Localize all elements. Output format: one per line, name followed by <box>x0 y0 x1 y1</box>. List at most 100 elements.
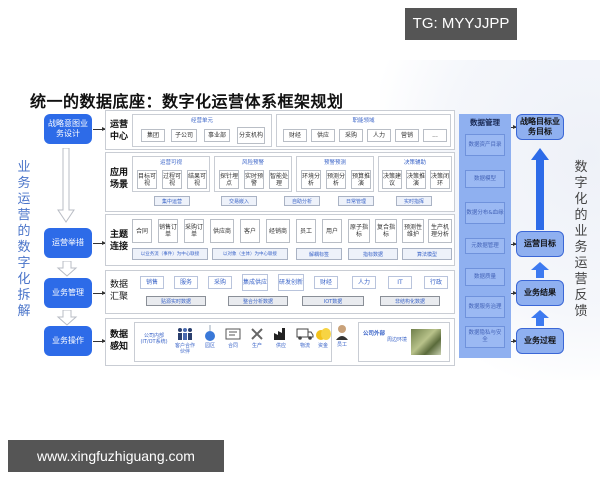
sense-item-campus: 园区 <box>201 325 219 349</box>
long-down-arrow-icon <box>57 148 75 223</box>
arrow-right-icon <box>93 241 106 245</box>
cell-group: 集团 <box>141 129 165 142</box>
external-environment-label: 周边环境 <box>387 337 408 343</box>
cell-probe: 探针埋点 <box>219 170 239 189</box>
watermark-bottom: www.xingfuzhiguang.com <box>8 440 224 472</box>
tag-realtime-command: 实时指挥 <box>396 196 432 206</box>
layer-label: 数据感知 <box>110 330 129 352</box>
layer-label: 运营中心 <box>110 120 129 142</box>
layer-topic-connect: 主题连接 合同 销售订单 采购订单 供应商 客户 经销商 员工 用户 原子指标 … <box>105 214 455 266</box>
group-risk-warning: 风险预警 探针埋点 实时预警 智能处理 <box>214 156 292 192</box>
left-vertical-char: 业 <box>17 160 31 175</box>
cell-contract: 合同 <box>132 219 152 243</box>
right-vertical-char: 营 <box>574 272 588 287</box>
employee-icon <box>336 325 348 340</box>
tag-source-realtime-data: 贴源实时数据 <box>146 296 206 306</box>
truck-icon <box>296 328 314 340</box>
arrow-right-icon <box>93 291 106 295</box>
group-title: 职能领域 <box>352 118 375 124</box>
tag-decoupled-labels: 解耦标签 <box>296 248 342 260</box>
sense-item-production: 生产 <box>247 327 267 349</box>
internal-systems-title: 公司内部(IT/OT系统) <box>140 333 168 345</box>
cell-sales-order: 销售订单 <box>158 219 178 243</box>
cell-customer: 客户 <box>240 219 260 243</box>
external-title: 公司外部 <box>363 331 386 337</box>
dm-distribution-lineage: 数据分布&血缘 <box>465 202 505 224</box>
cell-predictive-maintenance: 预测性维护 <box>402 219 424 243</box>
group-title: 预警预测 <box>323 160 346 166</box>
left-vertical-char: 营 <box>17 208 31 223</box>
group-title: 决策辅助 <box>403 160 426 166</box>
sense-item-contract: 合同 <box>223 327 243 349</box>
left-vertical-char: 字 <box>17 256 31 271</box>
sense-item-supply: 供应 <box>271 327 291 349</box>
cell-budget-sim: 预算推演 <box>351 170 371 189</box>
left-flow-ops-measures: 运营举措 <box>44 228 92 258</box>
arrow-right-icon <box>93 339 106 343</box>
cell-branch: 分支机构 <box>237 127 265 144</box>
data-management-panel: 数据管理 数据资产目录 数据模型 数据分布&血缘 元数据管理 数据质量 数据服务… <box>459 114 511 358</box>
tag-unstructured-data: 非结构化数据 <box>380 296 440 306</box>
tag-integrated-analysis-data: 整合分析数据 <box>228 296 288 306</box>
tag-self-analysis: 自助分析 <box>284 196 320 206</box>
left-flow-strategy-design: 战略意图业务设计 <box>44 114 92 144</box>
cell-decision-advice: 决策建议 <box>382 170 402 189</box>
page-title: 统一的数据底座：数字化运营体系框架规划 <box>30 92 344 111</box>
cell-production-analysis: 生产机理分析 <box>428 219 452 243</box>
cell-division: 事业部 <box>204 129 230 142</box>
left-flow-business-management: 业务管理 <box>44 278 92 308</box>
layer-label: 应用场景 <box>110 168 129 190</box>
left-flow-business-operation: 业务操作 <box>44 326 92 356</box>
campus-icon <box>205 325 215 341</box>
right-vertical-char: 反 <box>574 288 588 303</box>
cell-subsidiary: 子公司 <box>171 129 197 142</box>
cell-atomic-metric: 原子指标 <box>348 219 370 243</box>
dm-asset-catalog: 数据资产目录 <box>465 134 505 156</box>
left-vertical-char: 解 <box>17 304 31 319</box>
watermark-top: TG: MYYJJPP <box>405 8 517 40</box>
cell-more: ... <box>423 129 447 142</box>
dm-data-model: 数据模型 <box>465 170 505 188</box>
arrow-right-icon <box>511 125 517 129</box>
cell-user: 用户 <box>322 219 342 243</box>
group-business-units: 经营单元 集团 子公司 事业部 分支机构 <box>132 114 272 147</box>
cell-hr: 人力 <box>367 129 391 142</box>
right-vertical-char: 字 <box>574 176 588 191</box>
right-vertical-char: 务 <box>574 240 588 255</box>
down-arrow-icon <box>56 260 78 281</box>
cell-process-visual: 过程可视 <box>162 170 182 189</box>
group-ops-visual: 运营可视 目标可视 过程可视 结果可视 <box>132 156 210 192</box>
cell-integrated-supply: 集成供应 <box>242 274 268 291</box>
tag-metric-data: 指标数据 <box>348 248 398 260</box>
coins-icon <box>316 328 331 340</box>
right-vertical-char: 数 <box>574 160 588 175</box>
cell-procurement: 采购 <box>208 276 232 289</box>
left-vertical-char: 化 <box>17 272 31 287</box>
tag-daily-management: 日常管理 <box>338 196 374 206</box>
left-vertical-char: 的 <box>17 224 31 239</box>
tag-algorithm-model: 算法模型 <box>402 248 452 260</box>
group-title: 运营可视 <box>159 160 182 166</box>
down-arrow-icon <box>56 309 78 330</box>
tools-icon <box>251 328 263 340</box>
dm-metadata: 元数据管理 <box>465 238 505 254</box>
tag-iot-data: IOT数据 <box>302 296 364 306</box>
layer-label: 数据汇聚 <box>110 280 129 302</box>
cell-forecast-analysis: 预测分析 <box>326 170 346 189</box>
people-icon <box>178 328 192 340</box>
factory-icon <box>274 328 285 340</box>
group-functional-areas: 职能领域 财经 供应 采购 人力 营销 ... <box>276 114 451 147</box>
left-vertical-char: 运 <box>17 192 31 207</box>
left-vertical-char: 拆 <box>17 288 31 303</box>
right-flow-business-results: 业务结果 <box>516 280 564 306</box>
cell-finance: 财经 <box>283 129 307 142</box>
tag-object-centric: 以对象（主体）为中心联接 <box>212 248 288 260</box>
cell-dealer: 经销商 <box>266 219 290 243</box>
cell-finance: 财经 <box>314 276 338 289</box>
long-up-arrow-icon <box>530 148 550 234</box>
contract-icon <box>225 328 241 340</box>
layer-app-scenarios: 应用场景 运营可视 目标可视 过程可视 结果可视 风险预警 探针埋点 实时预警 … <box>105 152 455 212</box>
cell-supply: 供应 <box>311 129 335 142</box>
cell-smart-process: 智能处理 <box>269 170 289 189</box>
cell-admin: 行政 <box>424 276 448 289</box>
